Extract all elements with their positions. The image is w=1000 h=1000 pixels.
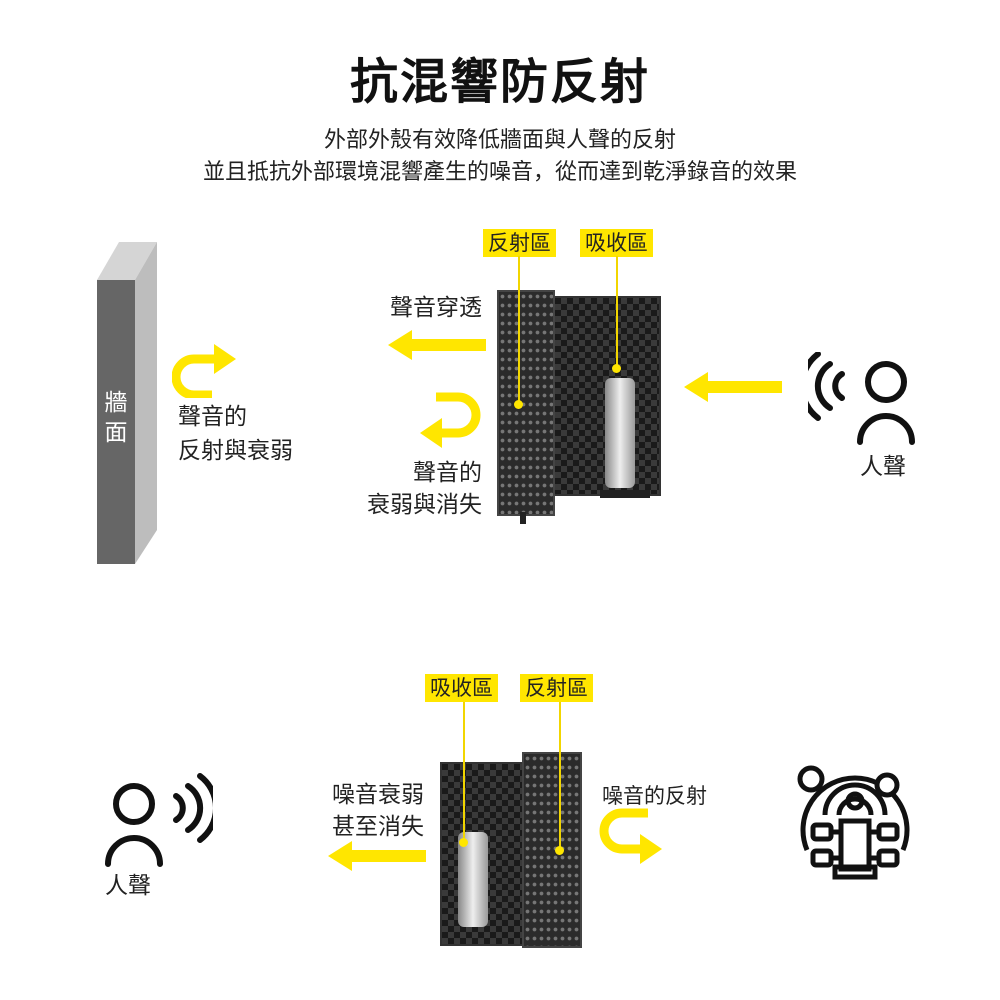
- person-speaking-icon: [105, 773, 213, 867]
- page-title: 抗混響防反射: [349, 54, 650, 110]
- voice-label: 人聲: [105, 873, 151, 899]
- left-arrow-icon: [684, 372, 782, 402]
- reflection-panel: [522, 752, 582, 948]
- wall-caption-2: 反射與衰弱: [178, 438, 293, 464]
- leader-line: [518, 256, 520, 404]
- stand-foot: [520, 512, 526, 524]
- tag-absorption-zone: 吸收區: [425, 674, 498, 702]
- reflect-arrow-icon: [172, 344, 236, 398]
- tag-reflection-zone: 反射區: [520, 674, 593, 702]
- leader-dot: [612, 364, 621, 373]
- subtitle-line-1: 外部外殼有效降低牆面與人聲的反射: [323, 128, 676, 153]
- leader-dot: [555, 846, 564, 855]
- penetration-label: 聲音穿透: [390, 295, 482, 321]
- reflection-panel: [497, 290, 555, 516]
- left-arrow-icon: [328, 841, 426, 871]
- stand-base: [600, 490, 650, 498]
- reflect-arrow-icon: [599, 808, 662, 864]
- tag-reflection-zone: 反射區: [483, 229, 556, 257]
- leader-dot: [459, 838, 468, 847]
- wall-label: 牆面: [104, 390, 128, 446]
- attenuation-line-2: 衰弱與消失: [367, 492, 482, 518]
- noise-environment-icon: [797, 765, 910, 880]
- microphone: [605, 378, 635, 488]
- microphone: [458, 832, 488, 927]
- noise-attenuation-1: 噪音衰弱: [332, 782, 424, 808]
- leader-dot: [514, 400, 523, 409]
- attenuation-line-1: 聲音的: [413, 460, 482, 486]
- noise-attenuation-2: 甚至消失: [332, 814, 424, 840]
- wall-graphic: [97, 242, 157, 564]
- wall-caption-1: 聲音的: [178, 404, 247, 430]
- leader-line: [559, 702, 561, 850]
- noise-reflection-label: 噪音的反射: [602, 784, 707, 808]
- voice-label: 人聲: [860, 454, 906, 480]
- left-arrow-icon: [388, 330, 486, 360]
- tag-absorption-zone: 吸收區: [580, 229, 653, 257]
- return-arrow-icon: [420, 392, 481, 448]
- leader-line: [463, 702, 465, 842]
- subtitle-line-2: 並且抵抗外部環境混響產生的噪音，從而達到乾淨錄音的效果: [202, 160, 797, 185]
- person-speaking-icon: [808, 352, 915, 445]
- leader-line: [616, 256, 618, 368]
